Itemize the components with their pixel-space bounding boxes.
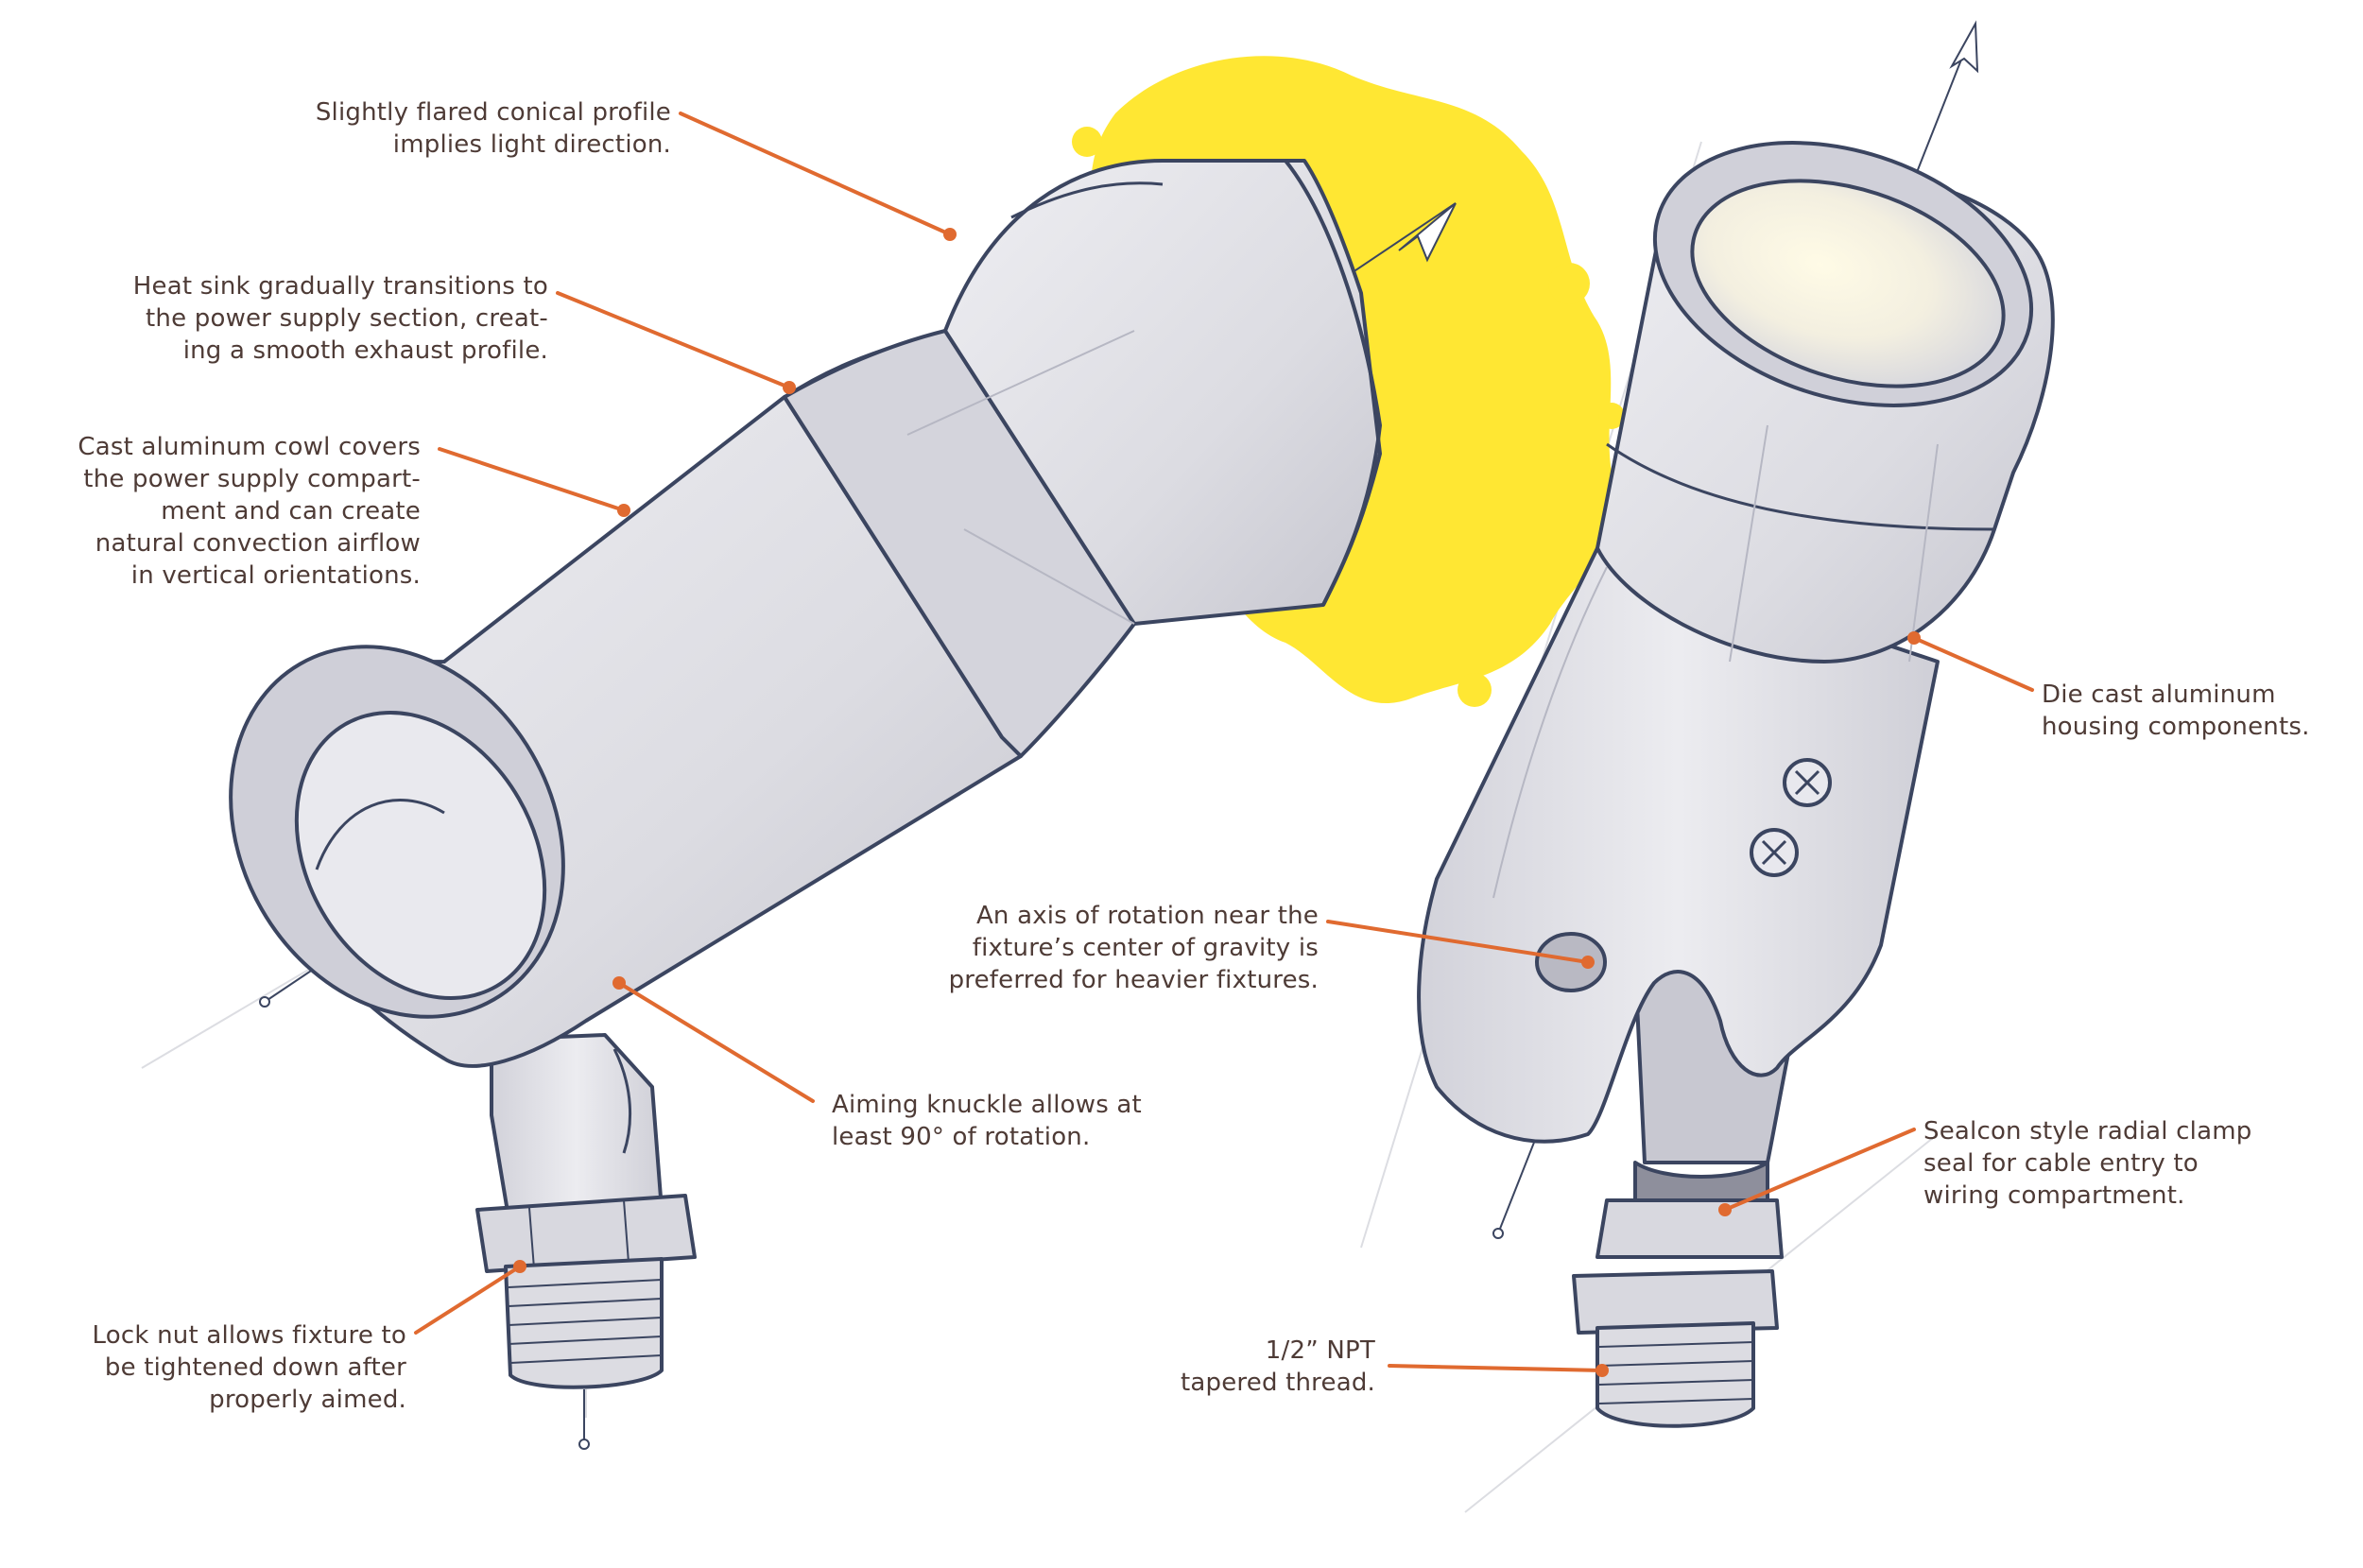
leader-lines [414,112,2034,1372]
leader-dots [513,228,1921,1377]
callout-line: ment and can create [161,497,421,526]
callout-sealcon: Sealcon style radial clamp seal for cabl… [1923,1115,2251,1212]
callout-line: Cast aluminum cowl covers [78,433,421,461]
callout-line: the power supply compart- [83,465,421,493]
callout-heat-sink: Heat sink gradually transitions to the p… [133,270,548,367]
callout-line: wiring compartment. [1923,1181,2185,1210]
left-fixture [229,159,1382,1450]
callout-line: be tightened down after [104,1353,406,1382]
callout-line: properly aimed. [209,1386,406,1414]
callout-axis-rotation: An axis of rotation near the fixture’s c… [949,900,1319,996]
callout-die-cast: Die cast aluminum housing components. [2042,679,2310,743]
callout-line: least 90° of rotation. [832,1123,1091,1151]
callout-conical-profile: Slightly flared conical profile implies … [316,96,671,161]
callout-line: implies light direction. [392,130,671,159]
callout-line: tapered thread. [1181,1369,1375,1397]
callout-line: Sealcon style radial clamp [1923,1117,2252,1146]
callout-npt-thread: 1/2” NPT tapered thread. [1181,1335,1375,1399]
callout-line: Lock nut allows fixture to [92,1321,406,1350]
callout-line: preferred for heavier fixtures. [948,966,1319,994]
callout-line: fixture’s center of gravity is [972,934,1319,962]
callout-line: housing components. [2042,713,2310,741]
callout-line: Aiming knuckle allows at [832,1091,1142,1119]
callout-line: 1/2” NPT [1265,1336,1375,1365]
callout-line: Die cast aluminum [2042,681,2276,709]
callout-aiming-knuckle: Aiming knuckle allows at least 90° of ro… [832,1089,1142,1153]
callout-line: Heat sink gradually transitions to [132,272,548,301]
callout-line: the power supply section, creat- [146,304,548,333]
callout-line: in vertical orientations. [130,561,421,590]
callout-lock-nut: Lock nut allows fixture to be tightened … [93,1319,406,1416]
callout-line: Slightly flared conical profile [315,98,671,127]
callout-line: ing a smooth exhaust profile. [182,336,548,365]
callout-line: seal for cable entry to [1923,1149,2199,1178]
callout-line: natural convection airflow [95,529,421,558]
right-fixture [1417,141,2055,1428]
callout-cowl: Cast aluminum cowl covers the power supp… [78,431,421,592]
callout-line: An axis of rotation near the [975,902,1319,930]
